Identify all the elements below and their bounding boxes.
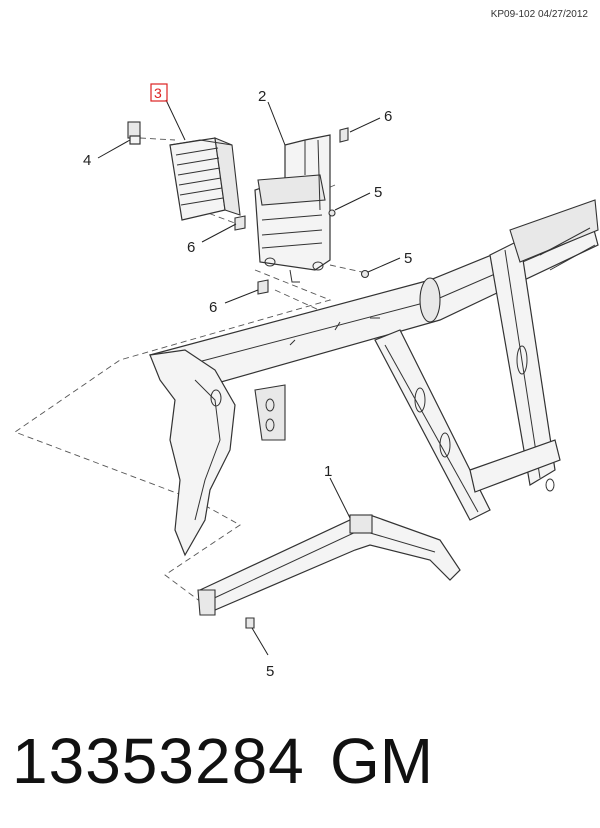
callout-3: 3 <box>154 85 162 101</box>
callout-leaders <box>97 99 401 656</box>
steering-column-support <box>374 199 599 521</box>
nut-6-left <box>234 215 246 231</box>
diagram-code: KP09-102 04/27/2012 <box>490 9 588 20</box>
callout-2: 2 <box>258 88 266 105</box>
connector-part <box>127 121 141 145</box>
fasteners <box>234 127 370 629</box>
callout-6-top: 6 <box>384 108 392 125</box>
callout-5-upper: 5 <box>374 184 382 201</box>
callout-6-lower: 6 <box>209 299 217 316</box>
module-mounting-bracket <box>254 134 331 283</box>
callout-5-bottom: 5 <box>266 663 274 680</box>
brand-label: GM <box>330 725 434 797</box>
bolt-5-upper <box>328 209 336 217</box>
part-number: 13353284 <box>12 725 305 797</box>
control-module <box>169 137 241 221</box>
callout-4: 4 <box>83 152 91 169</box>
callout-1: 1 <box>324 463 332 480</box>
callout-6-left: 6 <box>187 239 195 256</box>
lower-support-bracket <box>197 514 461 616</box>
bolt-5-mid <box>360 269 370 279</box>
left-end-bracket <box>149 349 286 557</box>
callout-5-mid: 5 <box>404 250 412 267</box>
bolt-5-bottom <box>245 617 255 629</box>
nut-6-top <box>339 127 349 143</box>
nut-6-lower <box>257 279 269 295</box>
callout-3-box <box>150 83 168 102</box>
